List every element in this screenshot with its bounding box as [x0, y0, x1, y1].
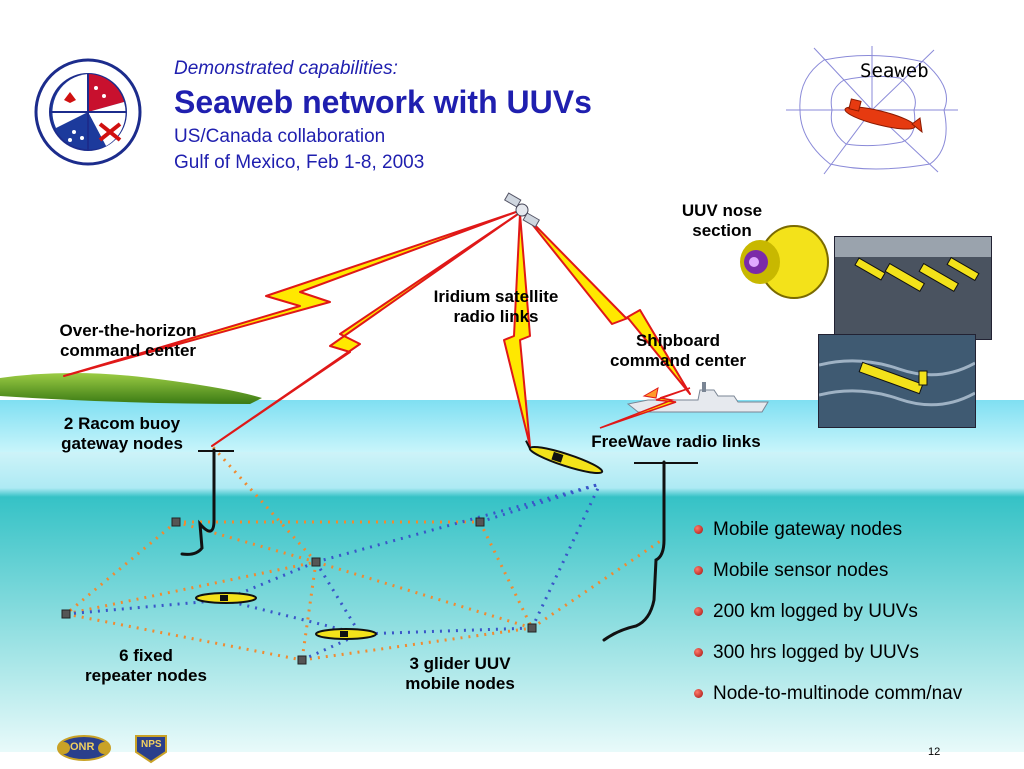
seaweb-label: Seaweb: [860, 60, 929, 82]
list-item: Mobile sensor nodes: [694, 559, 1020, 600]
footer-logos: ONR NPS: [56, 732, 172, 764]
bullet-icon: [694, 525, 703, 534]
glider-icon: [315, 628, 377, 640]
repeater-node: [297, 655, 307, 665]
bullet-icon: [694, 607, 703, 616]
seaweb-logo: Seaweb: [784, 44, 960, 176]
label-racom: 2 Racom buoy gateway nodes: [61, 414, 183, 453]
page-title: Seaweb network with UUVs: [174, 84, 592, 120]
repeater-nodes: [61, 517, 537, 665]
ship-icon: [626, 382, 769, 413]
glider-icon: [525, 440, 604, 475]
uuv-photo-water: [818, 334, 976, 428]
uuv-photo-deck: [834, 236, 992, 340]
label-uuv-nose: UUV nose section: [681, 201, 763, 240]
repeater-node: [475, 517, 485, 527]
uuv-nose-icon: [740, 225, 829, 299]
label-shipboard: Shipboard command center: [609, 331, 747, 370]
spiderweb-icon: [786, 46, 958, 175]
header-subtitle-2: Gulf of Mexico, Feb 1-8, 2003: [174, 152, 425, 173]
bullet-icon: [694, 648, 703, 657]
label-freewave: FreeWave radio links: [591, 432, 761, 451]
glider-icon: [195, 592, 257, 604]
header-kicker: Demonstrated capabilities:: [174, 58, 398, 79]
buoy-cables: [180, 448, 666, 642]
bullet-icon: [694, 689, 703, 698]
bullet-icon: [694, 566, 703, 575]
onr-nps-logos-icon: [57, 735, 167, 764]
footer-logo-onr: ONR: [70, 741, 95, 753]
capabilities-list: Mobile gateway nodes Mobile sensor nodes…: [694, 518, 1020, 723]
list-item: 200 km logged by UUVs: [694, 600, 1020, 641]
ttcp-emblem-icon: [34, 58, 142, 166]
list-item: 300 hrs logged by UUVs: [694, 641, 1020, 682]
list-item: Mobile gateway nodes: [694, 518, 1020, 559]
repeater-node: [61, 609, 71, 619]
satellite-icon: [503, 192, 541, 228]
sea-depth: [0, 452, 1024, 752]
repeater-node: [311, 557, 321, 567]
footer-logo-nps: NPS: [141, 739, 162, 750]
page-number: 12: [928, 746, 941, 758]
label-over-horizon: Over-the-horizon command center: [59, 321, 197, 360]
repeater-node: [527, 623, 537, 633]
buoy-markers: [198, 450, 698, 464]
submarine-icon: [844, 98, 923, 134]
header-subtitle-1: US/Canada collaboration: [174, 126, 386, 147]
label-repeaters: 6 fixed repeater nodes: [85, 646, 207, 685]
repeater-node: [171, 517, 181, 527]
label-iridium: Iridium satellite radio links: [433, 287, 559, 326]
glider-uuvs: [195, 440, 604, 640]
freewave-link: [599, 387, 691, 429]
uuv-nose-section: [734, 222, 830, 302]
coastline: [0, 373, 262, 404]
label-gliders: 3 glider UUV mobile nodes: [405, 654, 515, 693]
ttcp-logo: [34, 58, 142, 166]
list-item: Node-to-multinode comm/nav: [694, 682, 1020, 723]
